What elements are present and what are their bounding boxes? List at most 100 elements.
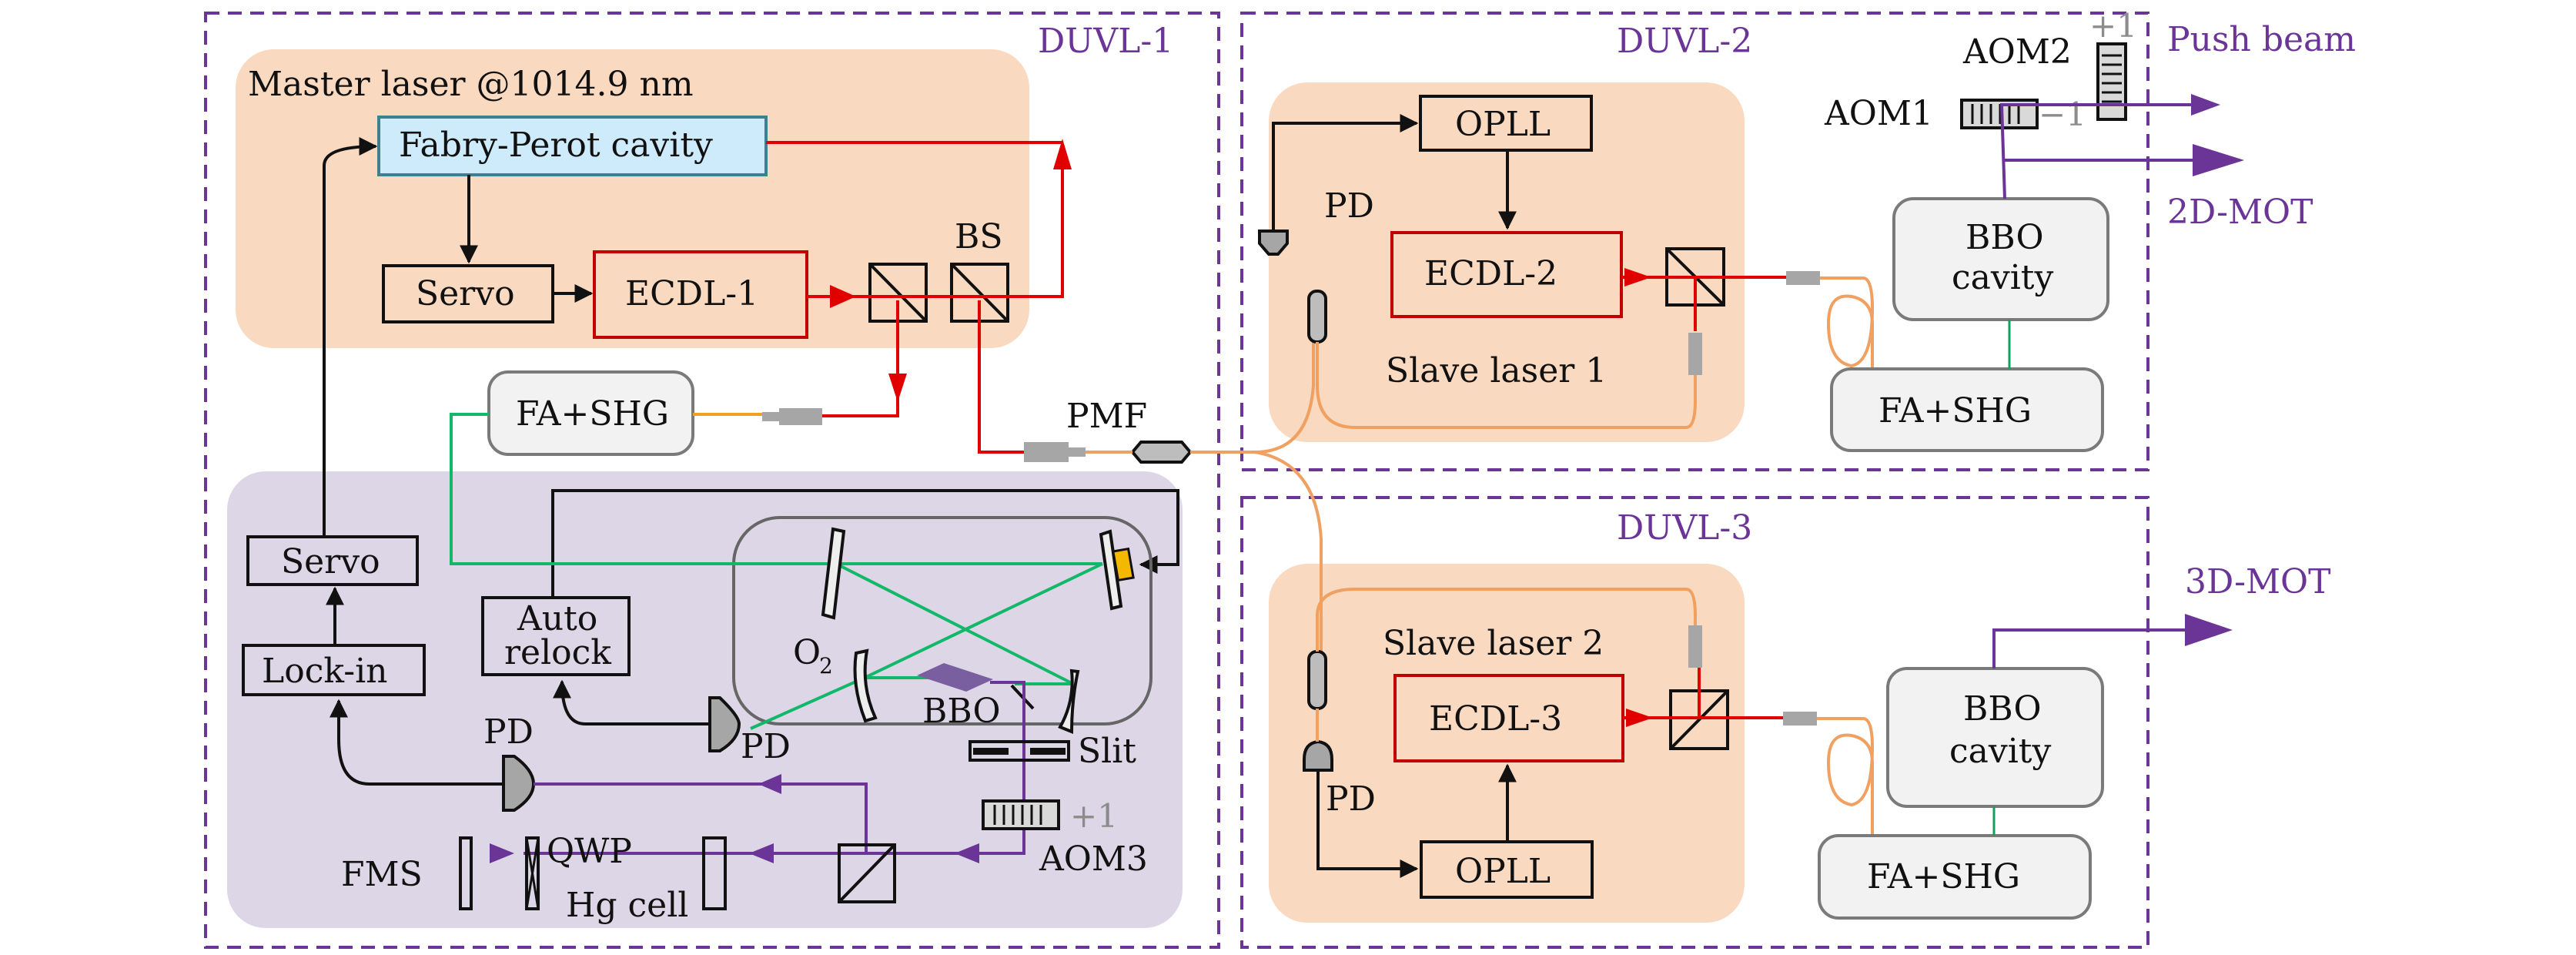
- fa-shg-3-box: [1818, 834, 2092, 920]
- duvl-1-section: [204, 12, 1220, 949]
- ecdl-2-output-beam: [1621, 276, 1786, 331]
- pd-1-to-opll-1-wire: [1272, 114, 1419, 231]
- pd-slave-1-label: PD: [1324, 186, 1374, 226]
- pd-autorelock: [708, 696, 741, 752]
- duvl-2-label: DUVL-2: [1617, 22, 1752, 61]
- lockin-label: Lock-in: [262, 652, 388, 691]
- fa-shg-1-label: FA+SHG: [516, 394, 669, 434]
- fiber-coupler-slave-2: [1307, 650, 1327, 710]
- push-beam-arrow: [2191, 94, 2220, 116]
- uv-arrow-2: [955, 843, 979, 863]
- input-coupler-mirror: [821, 527, 846, 620]
- fiber-coupler-slave-2b: [1688, 625, 1702, 668]
- slave-laser-1-title: Slave laser 1: [1386, 351, 1607, 390]
- green-input-beam: [450, 413, 1102, 565]
- servo-to-fp-wire: [323, 137, 378, 537]
- slit: [969, 740, 1070, 762]
- hg-cell: [702, 836, 727, 910]
- pmf-coupler-ferrule: [1069, 447, 1086, 457]
- lock-servo-box: [246, 535, 419, 586]
- uv-arrow-4: [490, 843, 514, 863]
- mot2d-arrow: [2193, 144, 2244, 176]
- duvl-2-section: [1240, 12, 2149, 471]
- fabry-perot-cavity-box: [377, 116, 768, 176]
- autorelock-to-pzt-wire: [551, 489, 1179, 598]
- curved-mirror-o2: [853, 648, 878, 723]
- hg-cell-label: Hg cell: [566, 886, 688, 925]
- fa-shg-3-label: FA+SHG: [1867, 857, 2020, 896]
- pd-slave-2: [1303, 739, 1333, 772]
- bs2-down-beam: [978, 300, 1024, 454]
- mot3d-arrow: [2185, 614, 2233, 646]
- bbo-label: BBO: [922, 692, 1001, 731]
- bs1-down-beam: [793, 300, 899, 417]
- aom3-label: AOM3: [1039, 839, 1148, 879]
- fiber-coupler-1-ferrule: [762, 412, 779, 421]
- fa-shg-2-label: FA+SHG: [1878, 391, 2032, 431]
- fiber-coupler-to-shg-3: [1783, 712, 1817, 725]
- aom2-label: AOM2: [1962, 32, 2072, 72]
- duvl-3-label: DUVL-3: [1617, 508, 1752, 548]
- o2-label: O: [793, 633, 821, 672]
- pmf-coupler: [1024, 442, 1069, 462]
- ecdl-3-output-beam: [1623, 668, 1783, 719]
- slave-1-fiber-coil: [1820, 276, 1875, 370]
- slit-label: Slit: [1078, 732, 1136, 771]
- bs-label: BS: [955, 217, 1002, 256]
- opll-2-label: OPLL: [1455, 852, 1551, 891]
- slave-2-fiber-coil: [1817, 717, 1875, 836]
- fabry-perot-cavity-label: Fabry-Perot cavity: [399, 126, 713, 165]
- pd-autorelock-wire: [553, 679, 710, 725]
- bbo-cavity-3-label-1: BBO: [1963, 689, 2042, 729]
- ecdl-1-label: ECDL-1: [625, 274, 758, 313]
- pd-slave-2-label: PD: [1326, 779, 1376, 819]
- autorelock-label-2: relock: [504, 633, 611, 672]
- duvl-1-label: DUVL-1: [1038, 22, 1173, 61]
- curved-mirror-2: [1058, 668, 1080, 734]
- fiber-coupler-to-shg-2: [1786, 271, 1820, 285]
- fms-mirror: [459, 836, 473, 910]
- master-laser-title: Master laser @1014.9 nm: [248, 65, 694, 104]
- aom3: [982, 799, 1060, 830]
- uv-arrow-1: [758, 774, 781, 794]
- polarizing-beam-splitter: [838, 843, 896, 903]
- qwp: [525, 836, 540, 910]
- pd-2-to-opll-2-wire: [1316, 770, 1419, 878]
- pzt-mirror: [1099, 529, 1123, 611]
- ecdl-3-label: ECDL-3: [1429, 699, 1562, 739]
- uv-output-2: [1999, 103, 2194, 199]
- ecdl-2-box: [1390, 231, 1623, 318]
- pzt-actuator: [1112, 547, 1135, 582]
- fiber-coupler-slave-1b: [1688, 333, 1702, 375]
- aom3-order-label: +1: [1070, 797, 1118, 835]
- mot3d-label: 3D-MOT: [2185, 562, 2330, 601]
- lock-servo-label: Servo: [281, 542, 380, 581]
- pmf-label: PMF: [1066, 397, 1147, 436]
- pmf-splitter-body: [1130, 441, 1193, 464]
- bbo-crystal: [917, 663, 993, 692]
- slave-1-fiber: [1316, 342, 1697, 429]
- uv-arrow-3: [749, 843, 774, 863]
- bbo-cavity-2-label-1: BBO: [1965, 218, 2044, 257]
- pd-lockin-wire: [330, 699, 503, 786]
- bs1-down-arrow: [888, 374, 907, 402]
- uv-output-3: [1992, 628, 2186, 668]
- aom1-order-label: −1: [2039, 96, 2086, 133]
- autorelock-label-1: Auto: [517, 599, 597, 638]
- o2-subscript: 2: [819, 653, 833, 679]
- ecdl-1-beam-arrow: [830, 285, 856, 308]
- master-servo-label: Servo: [416, 274, 515, 313]
- bbo-cavity-2-label-2: cavity: [1952, 258, 2053, 297]
- push-beam-label: Push beam: [2167, 20, 2356, 59]
- uv-pickoff-beam: [524, 681, 1025, 855]
- mot2d-label: 2D-MOT: [2167, 193, 2313, 232]
- pmf-fiber: [1086, 331, 1323, 662]
- qwp-label: QWP: [547, 832, 632, 871]
- fa-shg-2-box: [1830, 367, 2104, 452]
- duvl-3-section: [1240, 496, 2149, 949]
- fiber-coupler-1: [779, 408, 822, 425]
- aom1-label: AOM1: [1824, 94, 1933, 133]
- ecdl-1-box: [593, 250, 808, 339]
- ecdl-1-output-beam: [807, 150, 1064, 298]
- aom2: [2096, 42, 2127, 121]
